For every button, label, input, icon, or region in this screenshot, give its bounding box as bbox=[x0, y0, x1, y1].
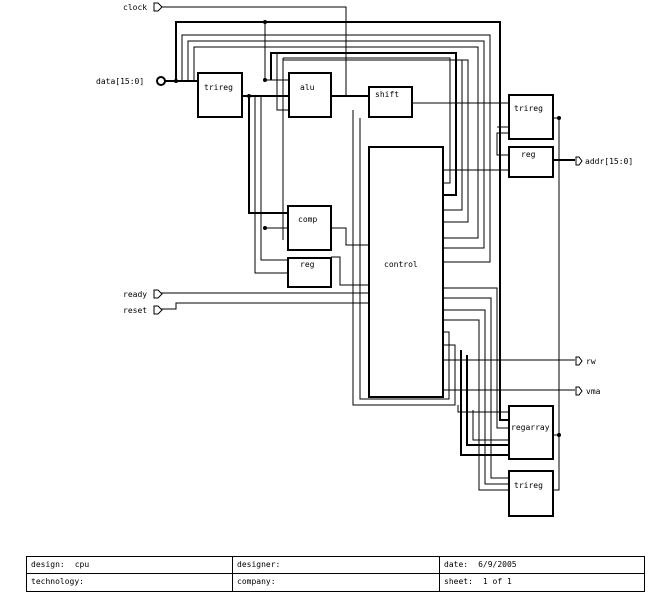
title-date-value: 6/9/2005 bbox=[478, 560, 517, 569]
block-regarray-label: regarray bbox=[511, 423, 550, 432]
port-data: data[15:0] bbox=[96, 76, 166, 86]
port-ready-label: ready bbox=[123, 290, 147, 299]
title-sheet-label: sheet: bbox=[444, 577, 473, 586]
port-rw-label: rw bbox=[586, 357, 596, 366]
title-date-label: date: bbox=[444, 560, 469, 569]
wires bbox=[160, 6, 575, 491]
block-regarray: regarray bbox=[508, 405, 554, 460]
title-technology-label: technology: bbox=[31, 577, 84, 586]
port-addr-label: addr[15:0] bbox=[585, 157, 633, 166]
port-clock-label: clock bbox=[123, 3, 147, 12]
title-design-label: design: bbox=[31, 560, 65, 569]
title-sheet-cell: sheet: 1 of 1 bbox=[440, 574, 644, 591]
title-company-label: company: bbox=[237, 577, 276, 586]
block-reg-mid-label: reg bbox=[300, 260, 315, 269]
port-clock: clock bbox=[123, 2, 163, 12]
block-trireg-bottom-label: trireg bbox=[514, 481, 543, 490]
title-design-cell: design: cpu bbox=[27, 557, 233, 574]
port-addr: addr[15:0] bbox=[575, 156, 633, 166]
block-reg-addr: reg bbox=[508, 146, 554, 178]
title-sheet-value: 1 of 1 bbox=[482, 577, 512, 586]
title-designer-label: designer: bbox=[237, 560, 281, 569]
block-comp: comp bbox=[287, 205, 332, 251]
port-data-label: data[15:0] bbox=[96, 77, 144, 86]
title-date-cell: date: 6/9/2005 bbox=[440, 557, 644, 574]
port-vma: vma bbox=[575, 386, 601, 396]
block-comp-label: comp bbox=[298, 215, 317, 224]
title-design-value: cpu bbox=[74, 560, 90, 569]
block-shift: shift bbox=[368, 86, 413, 118]
port-reset-label: reset bbox=[123, 306, 147, 315]
port-ready: ready bbox=[123, 289, 163, 299]
block-alu-label: alu bbox=[300, 83, 315, 92]
block-reg-mid: reg bbox=[287, 257, 332, 288]
title-technology-cell: technology: bbox=[27, 574, 233, 591]
block-alu: alu bbox=[288, 72, 332, 118]
block-control-label: control bbox=[384, 260, 418, 269]
block-control: control bbox=[368, 146, 444, 398]
block-trireg-in-label: trireg bbox=[204, 83, 233, 92]
block-trireg-addr-label: trireg bbox=[514, 104, 543, 113]
port-rw: rw bbox=[575, 356, 596, 366]
block-reg-addr-label: reg bbox=[521, 150, 536, 159]
block-trireg-in: trireg bbox=[197, 72, 243, 118]
block-trireg-bottom: trireg bbox=[508, 470, 554, 517]
title-company-cell: company: bbox=[233, 574, 440, 591]
block-shift-label: shift bbox=[375, 90, 399, 99]
port-vma-label: vma bbox=[586, 387, 601, 396]
schematic: clock data[15:0] addr[15:0] ready reset … bbox=[96, 2, 633, 517]
title-designer-cell: designer: bbox=[233, 557, 440, 574]
title-block: design: cpu designer: date: 6/9/2005 techn… bbox=[26, 556, 645, 592]
port-reset: reset bbox=[123, 305, 163, 315]
block-trireg-addr: trireg bbox=[508, 94, 554, 140]
